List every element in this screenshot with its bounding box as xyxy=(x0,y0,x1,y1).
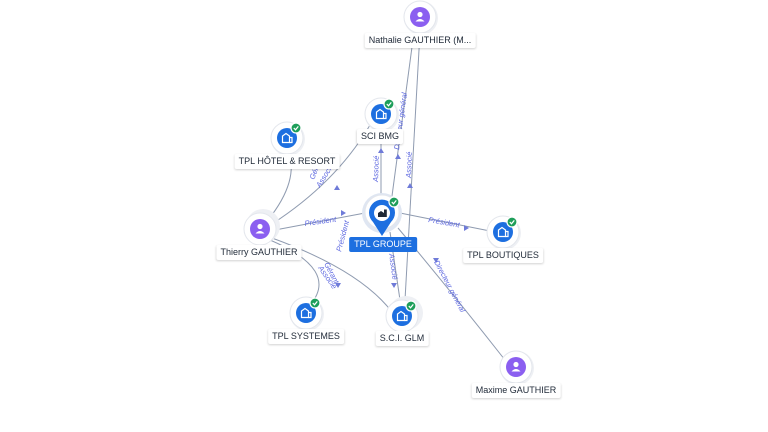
person-icon xyxy=(511,361,521,372)
node-sci-glm[interactable] xyxy=(385,296,423,333)
arrow-head xyxy=(334,185,340,190)
arrow-head xyxy=(395,154,401,159)
building-icon xyxy=(396,310,408,322)
edge-label: Associé xyxy=(387,252,400,280)
edge-arrows xyxy=(334,148,469,288)
arrow-head xyxy=(464,225,469,231)
arrow-head xyxy=(391,283,397,288)
node-label-tpl-systemes[interactable]: TPL SYSTEMES xyxy=(268,329,344,344)
node-label-nathalie[interactable]: Nathalie GAUTHIER (M... xyxy=(364,33,476,48)
node-label-tpl-groupe[interactable]: TPL GROUPE xyxy=(349,237,417,252)
node-nathalie-gauthier[interactable] xyxy=(403,0,438,35)
node-label-tpl-boutiques[interactable]: TPL BOUTIQUES xyxy=(463,248,543,263)
arrow-head xyxy=(407,183,413,188)
check-badge-icon xyxy=(309,297,321,309)
node-label-tpl-hotel[interactable]: TPL HÔTEL & RESORT xyxy=(234,154,340,169)
edge-tpl-groupe-boutiques xyxy=(399,212,491,232)
edge-thierry-tpl-groupe xyxy=(274,212,366,231)
check-badge-icon xyxy=(383,98,395,110)
edge-label: Directeur général xyxy=(432,259,467,314)
edge-label: Président xyxy=(428,215,462,230)
node-tpl-hotel-resort[interactable] xyxy=(270,121,305,156)
edge-label: Président xyxy=(304,215,338,228)
arrow-head xyxy=(433,258,439,263)
check-badge-icon xyxy=(405,300,417,312)
node-sci-bmg[interactable] xyxy=(364,97,399,132)
building-icon xyxy=(281,132,293,144)
arrow-head xyxy=(378,148,384,153)
building-icon xyxy=(378,209,387,217)
building-icon xyxy=(300,307,312,319)
person-icon xyxy=(255,223,265,234)
node-label-thierry[interactable]: Thierry GAUTHIER xyxy=(216,245,302,260)
building-icon xyxy=(497,226,509,238)
check-badge-icon xyxy=(506,216,518,228)
arrow-head xyxy=(341,210,346,216)
node-label-maxime[interactable]: Maxime GAUTHIER xyxy=(471,383,561,398)
edge-nathalie-sci-glm xyxy=(404,31,421,301)
edge-nathalie-tpl-groupe xyxy=(391,31,415,197)
node-thierry-gauthier[interactable] xyxy=(243,209,280,246)
check-badge-icon xyxy=(290,122,302,134)
node-maxime-gauthier[interactable] xyxy=(499,350,534,385)
check-badge-icon xyxy=(388,196,400,208)
node-tpl-groupe[interactable] xyxy=(362,193,402,236)
node-label-sci-bmg[interactable]: SCI BMG xyxy=(356,129,404,144)
arrow-head xyxy=(335,283,341,288)
node-tpl-boutiques[interactable] xyxy=(486,215,521,250)
edge-label: Associé xyxy=(371,156,381,184)
person-icon xyxy=(415,11,425,22)
node-tpl-systemes[interactable] xyxy=(289,296,324,331)
building-icon xyxy=(375,108,387,120)
node-label-sci-glm[interactable]: S.C.I. GLM xyxy=(375,331,429,346)
edge-label: Associé xyxy=(404,152,414,180)
